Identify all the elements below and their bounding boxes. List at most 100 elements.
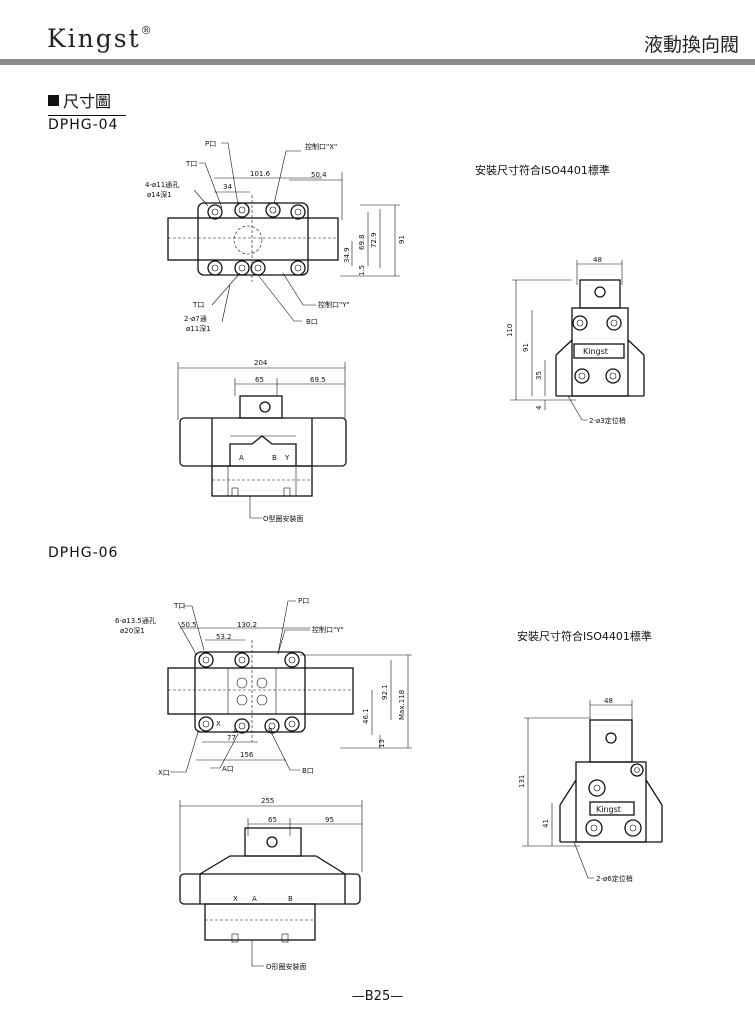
dphg04-pin-holes-label: 2-ø7通 xyxy=(184,314,207,323)
dphg04-top-view xyxy=(167,142,400,323)
dphg06-front-dim-w: 255 xyxy=(261,797,274,805)
dphg04-dim-v5: 1.5 xyxy=(358,265,366,276)
dphg04-dim-d3: 34 xyxy=(223,183,232,191)
header-rule xyxy=(0,59,755,65)
dphg04-dim-v1: 91 xyxy=(398,235,406,244)
dphg06-front-body xyxy=(179,873,361,905)
dphg06-front-pilot xyxy=(244,827,302,857)
dphg06-p-port-label: P口 xyxy=(298,597,309,605)
dphg04-p-port-label: P口 xyxy=(205,140,216,148)
dphg06-b-port-label: B口 xyxy=(302,767,314,775)
dphg04-front-port-a: A xyxy=(239,454,244,462)
dphg04-side-pilot xyxy=(579,279,621,309)
registered-mark: ® xyxy=(140,23,152,37)
dphg04-front-base xyxy=(211,465,313,497)
dphg04-front-dim-w1: 65 xyxy=(255,376,264,384)
standard-note-04: 安裝尺寸符合ISO4401標準 xyxy=(475,164,610,177)
dphg06-dim-v2: 92.1 xyxy=(381,684,389,700)
dphg04-front-dim-w2: 69.5 xyxy=(310,376,326,384)
dphg06-side-view xyxy=(522,700,663,879)
dphg06-side-dim-h1: 131 xyxy=(518,775,526,788)
dphg06-side-pilot xyxy=(589,719,633,763)
dphg04-dim-d2: 50.4 xyxy=(311,171,327,179)
square-bullet-icon xyxy=(48,95,59,106)
dphg04-side-nameplate xyxy=(573,343,625,359)
dphg06-dim-v4: 13 xyxy=(378,739,386,748)
dphg04-side-view xyxy=(510,260,645,421)
dphg06-dim-d3: 53.2 xyxy=(216,633,232,641)
model-label-dphg-06: DPHG-06 xyxy=(48,545,119,561)
dphg06-mark-x: X xyxy=(216,720,221,728)
dphg06-a-port-label: A口 xyxy=(222,765,234,773)
dphg04-side-pins-label: 2-ø3定位梢 xyxy=(589,416,626,425)
page-header: Kingst® 液動換向閥 xyxy=(0,0,755,68)
dphg04-front-dim-w: 204 xyxy=(254,359,268,367)
dphg04-t-port-bottom-label: T口 xyxy=(192,301,204,309)
dphg04-side-dim-h2: 91 xyxy=(522,343,530,352)
dphg06-mount-holes-label: 6-ø13.5通孔 xyxy=(115,616,156,625)
dphg04-top-center-block xyxy=(197,202,309,276)
page-number-text: B25 xyxy=(364,989,391,1004)
brand-name: Kingst xyxy=(47,24,141,53)
dphg06-x-port-label: X口 xyxy=(158,769,170,777)
dphg06-dim-v1: Max.118 xyxy=(398,690,406,720)
dphg06-t-port-label: T口 xyxy=(173,602,185,610)
dphg04-oring-label: O型圈安裝面 xyxy=(263,514,304,523)
dphg04-dim-v4: 34.9 xyxy=(343,247,351,263)
dphg06-side-dim-h2: 41 xyxy=(542,819,550,828)
dphg04-counterbore-label: ø14深1 xyxy=(147,190,172,199)
dphg04-b-port-label: B口 xyxy=(306,318,318,326)
dphg04-x-port-label: 控制口"X" xyxy=(305,142,337,151)
model-label-dphg-04: DPHG-04 xyxy=(48,115,126,133)
dphg04-mount-holes-label: 4-ø11通孔 xyxy=(145,180,179,189)
dphg04-side-dim-w: 48 xyxy=(593,256,602,264)
dphg06-mark-b: B xyxy=(268,727,273,735)
dphg04-pin-counterbore-label: ø11深1 xyxy=(186,324,211,333)
dphg06-front-port-a: A xyxy=(252,895,257,903)
dphg04-side-dim-h1: 110 xyxy=(506,324,514,337)
dphg04-front-view xyxy=(177,362,347,519)
dphg06-counterbore-label: ø20深1 xyxy=(120,626,145,635)
dphg06-y-port-label: 控制口"Y" xyxy=(312,625,344,634)
dphg06-front-base xyxy=(204,903,316,941)
dphg06-front-port-x: X xyxy=(233,895,238,903)
dphg04-front-pilot xyxy=(239,395,283,419)
page-number: —B25— xyxy=(351,989,404,1004)
dphg06-side-pins-label: 2-ø6定位梢 xyxy=(596,874,633,883)
dphg06-side-dim-w: 48 xyxy=(604,697,613,705)
dphg06-dim-d2: 130.2 xyxy=(237,621,257,629)
dphg04-dim-d1: 101.6 xyxy=(250,170,271,178)
dphg04-t-port-top-label: T口 xyxy=(185,160,197,168)
dphg04-y-port-label: 控制口"Y" xyxy=(318,300,350,309)
dphg06-top-center-block xyxy=(194,651,306,733)
dphg04-front-port-y: Y xyxy=(284,454,290,462)
dphg06-front-view xyxy=(179,800,363,967)
dphg06-side-nameplate xyxy=(589,801,635,816)
dphg06-dim-v3: 46.1 xyxy=(362,708,370,724)
dphg06-front-dim-w1: 65 xyxy=(268,816,277,824)
section-title: 尺寸圖 xyxy=(48,88,111,112)
dphg04-front-body xyxy=(179,417,347,467)
dphg04-top-body xyxy=(167,217,339,261)
standard-note-06: 安裝尺寸符合ISO4401標準 xyxy=(517,630,652,643)
dphg04-dim-v3: 69.8 xyxy=(358,234,366,250)
dphg06-dim-d5: 156 xyxy=(240,751,254,759)
dphg06-mark-a: A xyxy=(233,727,238,735)
dphg06-top-view xyxy=(167,600,412,773)
page-title: 液動換向閥 xyxy=(643,34,739,56)
dphg06-dim-d4: 77 xyxy=(227,734,236,742)
dphg04-front-port-b: B xyxy=(272,454,277,462)
dphg04-dim-v2: 72.9 xyxy=(370,232,378,248)
dphg04-side-plate-text: Kingst xyxy=(583,347,608,356)
dphg06-oring-label: O形圈安裝面 xyxy=(266,962,307,971)
dphg04-side-dim-h3: 35 xyxy=(535,371,543,380)
dphg06-top-body xyxy=(167,667,354,715)
dphg06-dim-d1: 50.5 xyxy=(181,621,197,629)
dphg06-side-plate-text: Kingst xyxy=(596,805,621,814)
dphg06-front-dim-w2: 95 xyxy=(325,816,334,824)
brand-logo: Kingst® xyxy=(47,24,152,53)
dphg06-front-port-b: B xyxy=(288,895,293,903)
section-title-text: 尺寸圖 xyxy=(63,92,112,111)
dphg04-side-dim-h4: 4 xyxy=(535,405,543,410)
